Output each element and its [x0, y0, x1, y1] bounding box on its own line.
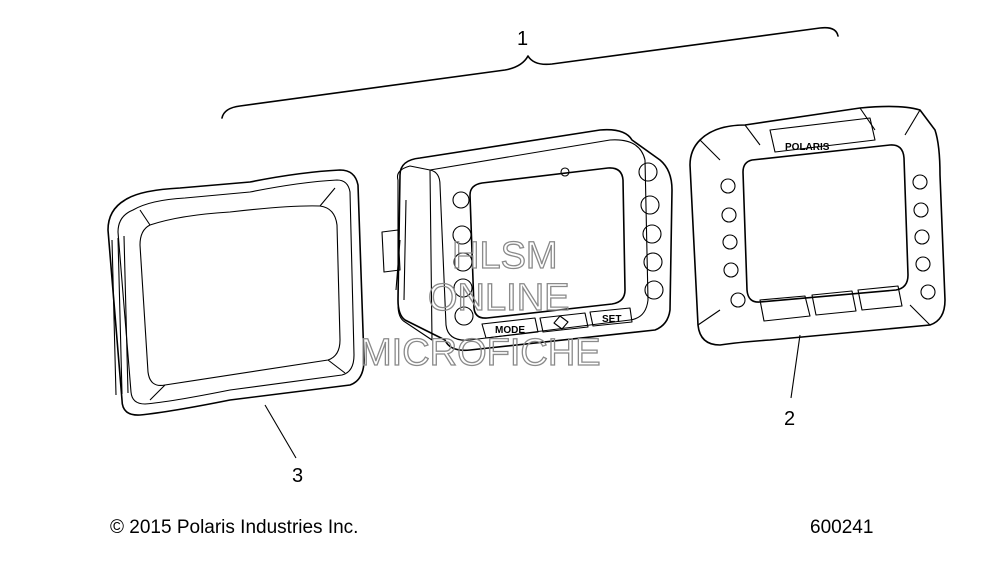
leader-2: [790, 334, 801, 399]
bezel-window: [742, 144, 909, 303]
set-key-label: SET: [602, 314, 621, 325]
bezel-hole-l2: [721, 207, 737, 223]
bezel-hole-r4: [915, 256, 931, 272]
mode-key: [481, 317, 539, 339]
callout-2: 2: [784, 408, 795, 430]
bezel-hole-r3: [914, 229, 930, 245]
assembly-brace: [221, 26, 839, 119]
figure-number: 600241: [810, 517, 874, 538]
bezel-key-1: [759, 295, 811, 322]
right-button-2: [640, 195, 660, 215]
display-unit: MODE SET: [381, 128, 673, 352]
watermark-line-2: ONLINE: [428, 277, 569, 319]
callout-1: 1: [517, 28, 528, 50]
leader-3: [264, 404, 297, 459]
left-button-5: [454, 306, 474, 326]
copyright-notice: © 2015 Polaris Industries Inc.: [110, 517, 359, 538]
bezel-hole-l1: [720, 178, 736, 194]
mode-key-label: MODE: [495, 325, 525, 336]
bezel-key-3: [857, 285, 903, 311]
right-button-3: [642, 224, 662, 244]
bezel-hole-l3: [722, 234, 738, 250]
center-key: [539, 312, 589, 333]
left-button-1: [452, 191, 470, 209]
callout-3: 3: [292, 465, 303, 487]
right-button-4: [643, 252, 663, 272]
bezel-hole-r5: [920, 284, 936, 300]
bezel-hole-l4: [723, 262, 739, 278]
watermark-line-3: MICROFICHE: [360, 332, 601, 374]
left-button-4: [453, 278, 473, 298]
set-key: [589, 307, 633, 327]
bezel-hole-r2: [913, 202, 929, 218]
left-button-2: [452, 225, 472, 245]
cover-part: [107, 169, 365, 416]
bezel-hole-r1: [912, 174, 928, 190]
bezel-logo: POLARIS: [785, 142, 830, 153]
right-button-1: [638, 162, 658, 182]
bezel-key-2: [811, 290, 857, 316]
watermark: HLSM ONLINE MICROFICHE: [359, 234, 601, 374]
right-button-5: [644, 280, 664, 300]
watermark-line-1: HLSM: [452, 235, 558, 277]
bezel-hole-l5: [730, 292, 746, 308]
display-screen: [469, 167, 626, 319]
bezel-part: POLARIS: [689, 105, 946, 346]
left-button-3: [453, 252, 473, 272]
